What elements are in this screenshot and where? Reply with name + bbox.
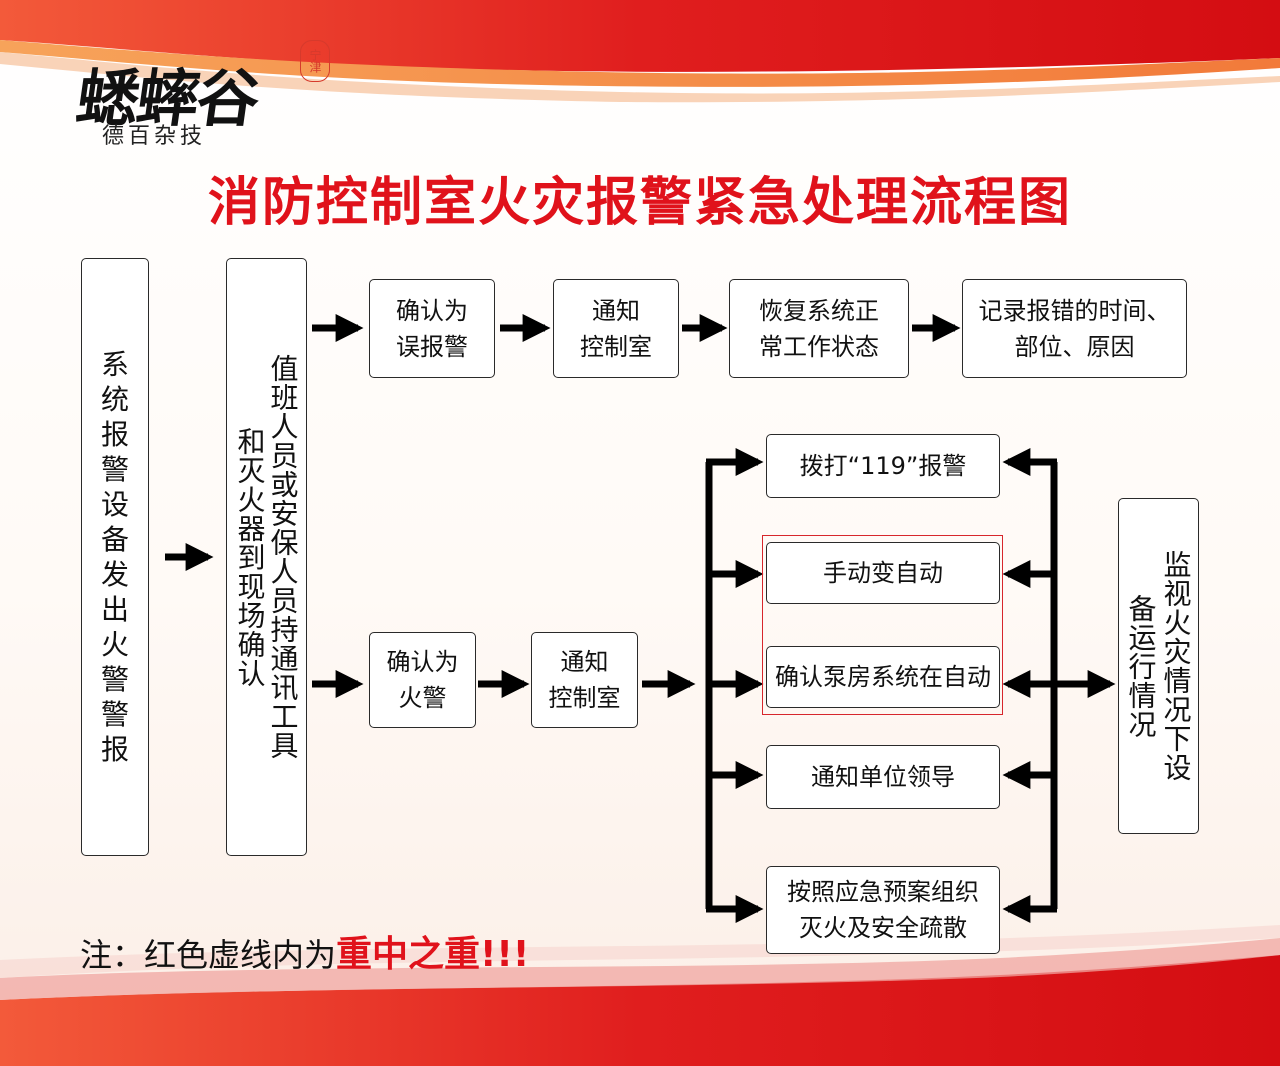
box-restore-system-text: 恢复系统正 常工作状态: [759, 296, 879, 361]
box-restore-system: 恢复系统正 常工作状态: [729, 279, 909, 378]
box-on-site-verify: 值班人员或安保人员持通讯工具和灭火器到现场确认: [226, 258, 307, 856]
box-monitor-text: 监视火灾情况下设备运行情况: [1124, 550, 1193, 782]
box-fire-confirmed: 确认为 火警: [369, 632, 476, 728]
box-false-alarm: 确认为 误报警: [369, 279, 495, 378]
box-fire-notify-text: 通知 控制室: [548, 648, 621, 712]
box-false-notify-text: 通知 控制室: [580, 296, 652, 361]
box-on-site-verify-text: 值班人员或安保人员持通讯工具和灭火器到现场确认: [233, 354, 300, 760]
box-record-error-text: 记录报错的时间、 部位、原因: [978, 296, 1171, 361]
box-pump-auto: 确认泵房系统在自动: [766, 646, 1000, 708]
box-call-119-text: 拨打“119”报警: [799, 452, 967, 480]
note-prefix: 注：红色虚线内为: [80, 936, 337, 974]
box-record-error: 记录报错的时间、 部位、原因: [962, 279, 1187, 378]
box-false-notify: 通知 控制室: [553, 279, 679, 378]
box-manual-to-auto-text: 手动变自动: [823, 559, 943, 587]
key-zone-dashed-border: [762, 535, 1003, 715]
note: 注：红色虚线内为重中之重!!!: [80, 925, 529, 977]
box-emergency-plan: 按照应急预案组织 灭火及安全疏散: [766, 866, 1000, 954]
box-pump-auto-text: 确认泵房系统在自动: [775, 663, 991, 691]
logo: 蟋蟀谷 德百杂技 宁津: [72, 30, 342, 150]
box-notify-leader: 通知单位领导: [766, 745, 1000, 809]
box-monitor: 监视火灾情况下设备运行情况: [1118, 498, 1199, 834]
page-title: 消防控制室火灾报警紧急处理流程图: [207, 173, 1072, 233]
logo-seal: 宁津: [300, 40, 330, 82]
box-system-alarm: 系统报警设备发出火警警报: [81, 258, 149, 856]
box-fire-confirmed-text: 确认为 火警: [386, 648, 459, 712]
box-fire-notify: 通知 控制室: [531, 632, 638, 728]
note-emphasis: 重中之重!!!: [336, 934, 530, 975]
box-system-alarm-text: 系统报警设备发出火警警报: [100, 348, 129, 766]
logo-subtitle: 德百杂技: [102, 124, 207, 149]
box-emergency-plan-text: 按照应急预案组织 灭火及安全疏散: [787, 878, 979, 942]
box-notify-leader-text: 通知单位领导: [811, 763, 955, 791]
box-false-alarm-text: 确认为 误报警: [396, 296, 468, 361]
box-manual-to-auto: 手动变自动: [766, 542, 1000, 604]
box-call-119: 拨打“119”报警: [766, 434, 1000, 498]
